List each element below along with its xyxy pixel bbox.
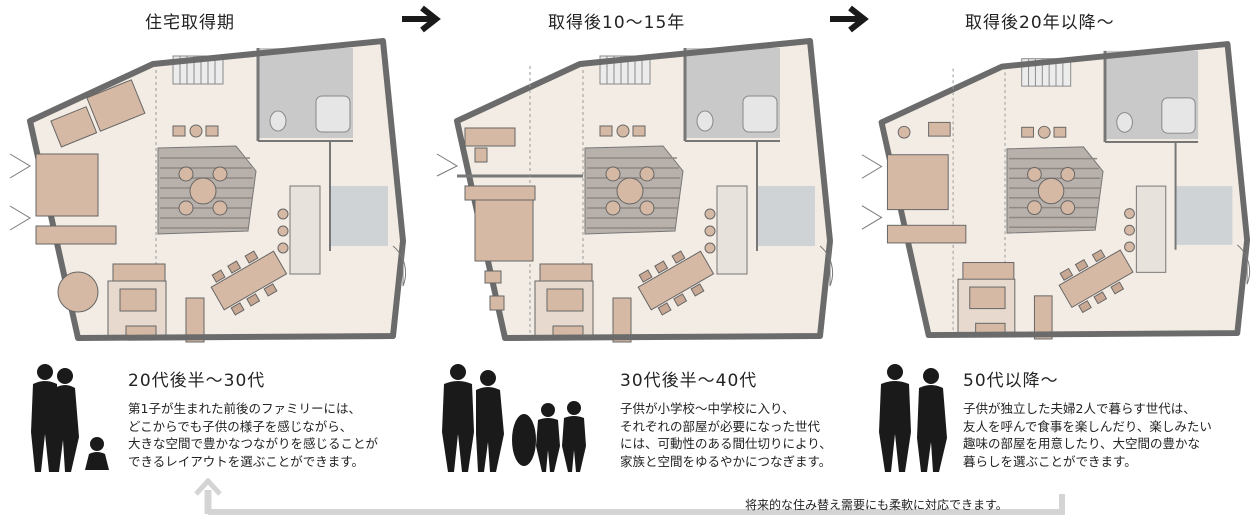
up-arrow-icon — [194, 478, 1065, 515]
stage-3-age: 50代以降〜 — [963, 371, 1059, 391]
stage-3-description: 子供が独立した夫婦2人で暮らす世代は、 友人を呼んで食事を楽しんだり、楽しみたい… — [963, 401, 1212, 469]
stage-1-description: 第1子が生まれた前後のファミリーには、 どこからでも子供の様子を感じながら、 大… — [128, 401, 379, 469]
right-arrow-icon — [402, 5, 441, 33]
floor-plan-stage-3 — [861, 36, 1252, 346]
couple-silhouette-icon — [879, 364, 947, 472]
floor-plan-stage-2 — [436, 36, 835, 346]
stage-2-title: 取得後10〜15年 — [548, 13, 686, 33]
stage-1-age: 20代後半〜30代 — [128, 371, 266, 391]
stage-2-description: 子供が小学校〜中学校に入り、 それぞれの部屋が必要になった世代 には、可動性のあ… — [620, 401, 832, 469]
family-silhouette-icon — [31, 364, 109, 472]
footer-note: 将来的な住み替え需要にも柔軟に対応できます。 — [745, 498, 1008, 512]
right-arrow-icon — [830, 5, 869, 33]
floor-plan-stage-1 — [9, 36, 408, 346]
family-silhouette-icon — [442, 364, 586, 472]
stage-3-title: 取得後20年以降〜 — [965, 13, 1115, 33]
stage-1-title: 住宅取得期 — [145, 13, 235, 33]
stage-2-age: 30代後半〜40代 — [620, 371, 758, 391]
